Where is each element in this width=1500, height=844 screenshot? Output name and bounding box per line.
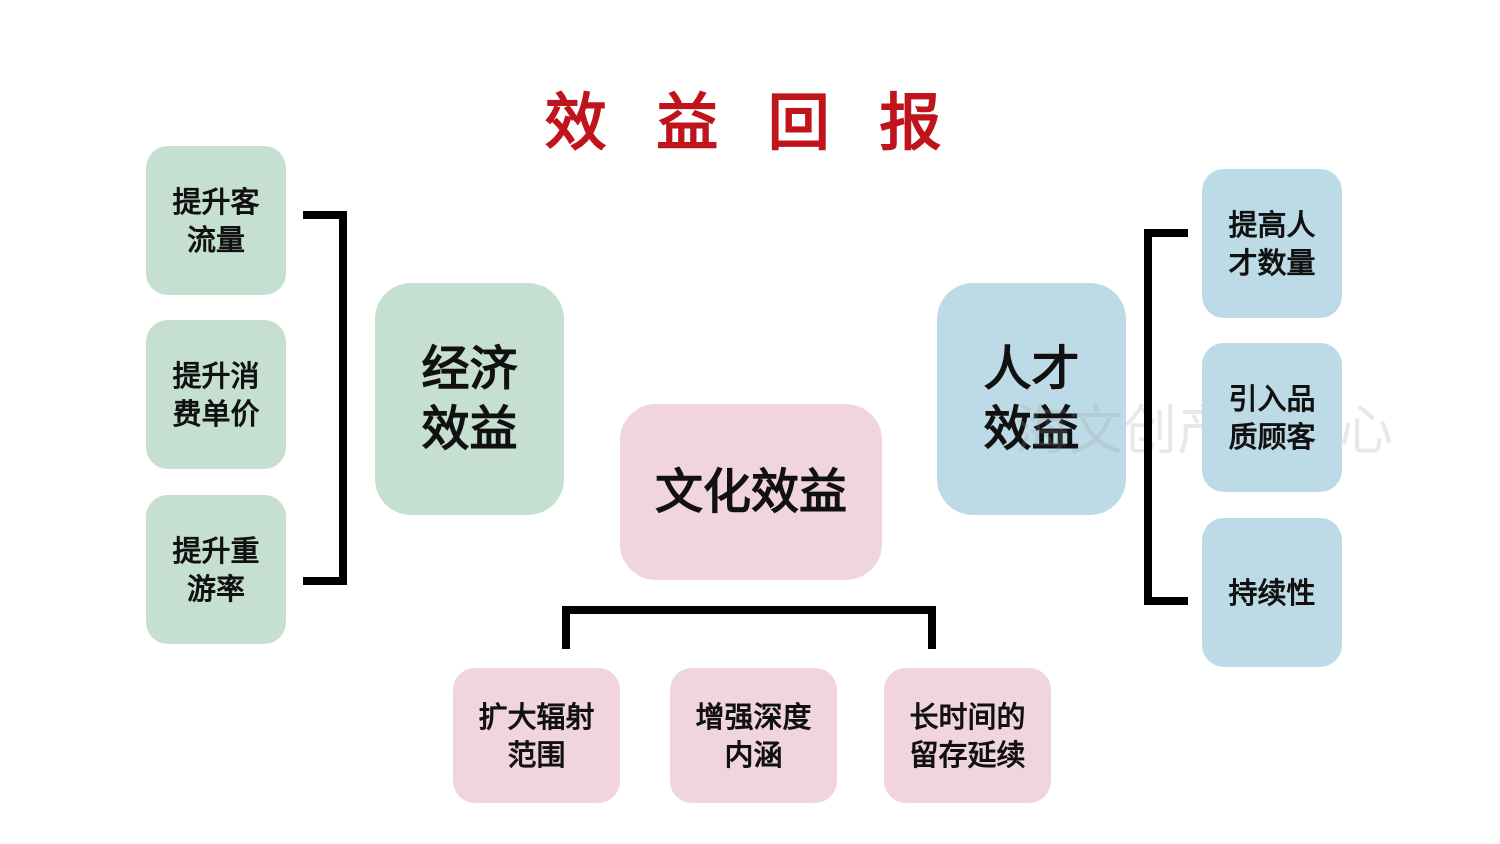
talent-item-label: 提高人 才数量 bbox=[1228, 207, 1316, 280]
cultural-benefit-label: 文化效益 bbox=[654, 464, 847, 520]
cultural-item-depth: 增强深度 内涵 bbox=[670, 668, 837, 803]
economic-item-spending: 提升消 费单价 bbox=[146, 320, 286, 469]
economic-item-label: 提升重 游率 bbox=[172, 533, 260, 606]
talent-item-quantity: 提高人 才数量 bbox=[1202, 169, 1342, 318]
cultural-item-retention: 长时间的 留存延续 bbox=[884, 668, 1051, 803]
cultural-benefit-box: 文化效益 bbox=[620, 404, 882, 580]
cultural-item-label: 增强深度 内涵 bbox=[695, 699, 812, 772]
economic-bracket bbox=[303, 211, 347, 585]
economic-benefit-label: 经济 效益 bbox=[421, 341, 518, 457]
cultural-item-reach: 扩大辐射 范围 bbox=[453, 668, 620, 803]
talent-item-label: 引入品 质顾客 bbox=[1228, 381, 1316, 454]
economic-item-visitor-flow: 提升客 流量 bbox=[146, 146, 286, 295]
talent-item-label: 持续性 bbox=[1228, 575, 1316, 610]
talent-benefit-label: 人才 效益 bbox=[983, 341, 1080, 457]
talent-item-quality-guests: 引入品 质顾客 bbox=[1202, 343, 1342, 492]
talent-bracket bbox=[1144, 229, 1188, 605]
economic-benefit-box: 经济 效益 bbox=[375, 283, 564, 515]
economic-item-label: 提升客 流量 bbox=[172, 184, 260, 257]
cultural-item-label: 扩大辐射 范围 bbox=[478, 699, 595, 772]
talent-benefit-box: 人才 效益 bbox=[937, 283, 1126, 515]
cultural-item-label: 长时间的 留存延续 bbox=[909, 699, 1026, 772]
talent-item-sustainability: 持续性 bbox=[1202, 518, 1342, 667]
economic-item-revisit: 提升重 游率 bbox=[146, 495, 286, 644]
cultural-bracket bbox=[562, 606, 936, 649]
page-title: 效 益 回 报 bbox=[544, 86, 956, 159]
economic-item-label: 提升消 费单价 bbox=[172, 358, 260, 431]
